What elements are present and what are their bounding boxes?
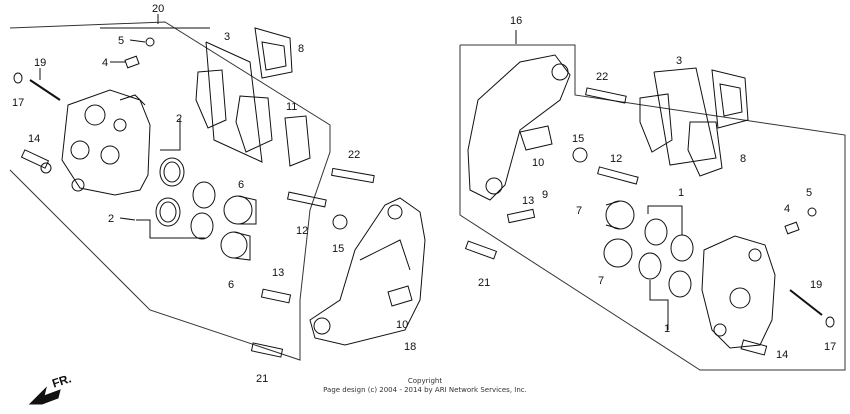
right-seal-ring-1-d — [668, 270, 692, 298]
left-shim-11 — [284, 115, 311, 167]
right-bolt-21 — [464, 240, 498, 260]
left-pad-set-frame — [205, 41, 263, 163]
copyright-heading: Copyright — [407, 377, 443, 385]
left-caliper-bracket — [309, 197, 426, 346]
callout-17-left: 17 — [12, 97, 24, 109]
callout-10-left: 10 — [396, 319, 408, 331]
callout-4-left: 4 — [102, 57, 108, 69]
left-bushing-17 — [13, 72, 23, 84]
callout-12-right: 12 — [610, 153, 622, 165]
callout-2-left-upper: 2 — [176, 113, 182, 125]
right-piston-7-upper — [605, 200, 635, 230]
right-caliper-body — [701, 235, 776, 349]
right-boot-10 — [519, 125, 553, 151]
left-pad-3-outer — [235, 95, 273, 153]
right-boot-15 — [572, 147, 588, 163]
left-piston-6-lower — [220, 231, 251, 261]
right-pad-set-frame — [653, 67, 717, 166]
callout-13-left: 13 — [272, 267, 284, 279]
left-caliper-body — [61, 89, 151, 196]
callout-2-left-lower: 2 — [108, 213, 114, 225]
right-pad-3-outer — [687, 121, 723, 177]
left-boot-10 — [387, 285, 413, 307]
callout-15-right: 15 — [572, 133, 584, 145]
left-seal-ring-2-mid — [192, 181, 216, 209]
left-seal-ring-2-lower — [155, 197, 181, 227]
right-seal-ring-1-b — [670, 234, 694, 262]
right-pad-3-inner — [639, 93, 673, 153]
callout-8-left: 8 — [298, 43, 304, 55]
left-seal-ring-2-upper — [159, 157, 185, 187]
callout-19-right: 19 — [810, 279, 822, 291]
callout-5-right: 5 — [806, 187, 812, 199]
front-direction-arrow-icon — [28, 386, 61, 405]
right-seal-ring-1-c — [638, 252, 662, 280]
callout-7-upper: 7 — [576, 205, 582, 217]
left-seal-ring-2-lower2 — [190, 212, 214, 240]
left-pin-bolt-13 — [260, 288, 292, 304]
callout-10-right: 10 — [532, 157, 544, 169]
right-piston-7-lower — [603, 238, 633, 268]
callout-7-lower: 7 — [598, 275, 604, 287]
callout-12-left: 12 — [296, 225, 308, 237]
right-seal-ring-1-a — [644, 218, 668, 246]
left-pad-3-inner — [195, 69, 227, 129]
left-boot-15 — [332, 214, 348, 230]
left-pin-12 — [286, 191, 327, 208]
callout-5-left: 5 — [118, 35, 124, 47]
callout-13-right: 13 — [522, 195, 534, 207]
right-bleeder-5 — [807, 207, 817, 217]
left-bolt-21 — [250, 342, 284, 358]
left-piston-6-upper — [223, 195, 257, 225]
right-bolt-14 — [740, 339, 768, 356]
left-pad-spring-8 — [254, 27, 293, 79]
left-assembly-outline — [9, 21, 331, 361]
callout-14-left: 14 — [28, 133, 40, 145]
right-pin-bolt-13 — [506, 208, 536, 224]
callout-15-left: 15 — [332, 243, 344, 255]
callout-4-right: 4 — [784, 203, 790, 215]
callout-3-left: 3 — [224, 31, 230, 43]
callout-1-upper: 1 — [678, 187, 684, 199]
right-assembly-outline — [459, 44, 846, 371]
left-bleeder-5 — [129, 37, 155, 47]
callout-18: 18 — [404, 341, 416, 353]
right-caliper-bracket — [467, 54, 571, 201]
callout-19-left: 19 — [34, 57, 46, 69]
callout-1-lower: 1 — [664, 323, 670, 335]
callout-22-left: 22 — [348, 149, 360, 161]
right-pin-12 — [597, 166, 639, 185]
callout-21-left: 21 — [256, 373, 268, 385]
right-pin-bolt-22 — [585, 87, 627, 104]
left-pin-bolt-22 — [331, 167, 375, 184]
callout-21-right: 21 — [478, 277, 490, 289]
callout-22-right: 22 — [596, 71, 608, 83]
callout-6-upper: 6 — [238, 179, 244, 191]
left-pin-bolt-19 — [29, 68, 61, 101]
callout-14-right: 14 — [776, 349, 788, 361]
copyright-notice: Page design (c) 2004 - 2014 by ARI Netwo… — [323, 386, 527, 394]
callout-11: 11 — [286, 101, 297, 113]
right-screw-4 — [784, 221, 800, 235]
right-pad-spring-8 — [711, 69, 749, 129]
right-bushing-17 — [825, 316, 835, 328]
right-pin-bolt-19 — [789, 289, 823, 316]
callout-8-right: 8 — [740, 153, 746, 165]
left-screw-4 — [110, 55, 140, 69]
callout-3-right: 3 — [676, 55, 682, 67]
callout-6-lower: 6 — [228, 279, 234, 291]
callout-17-right: 17 — [824, 341, 836, 353]
callout-9: 9 — [542, 189, 548, 201]
callout-16: 16 — [510, 15, 522, 27]
callout-20: 20 — [152, 3, 164, 15]
left-bolt-14 — [20, 149, 52, 174]
